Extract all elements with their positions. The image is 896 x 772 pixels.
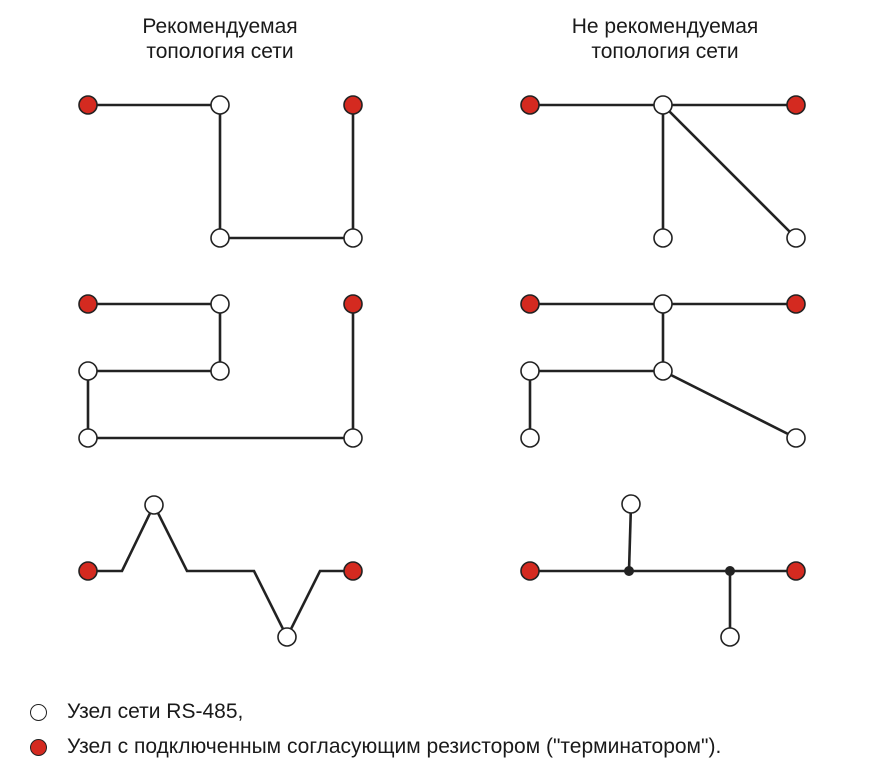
terminator-node <box>786 294 806 314</box>
stub-line <box>662 369 797 440</box>
network-node <box>786 228 806 248</box>
network-node <box>786 428 806 448</box>
junction-dot <box>725 566 735 576</box>
legend-item-terminator: Узел с подключенным согласующим резистор… <box>30 735 721 759</box>
network-node <box>621 494 641 514</box>
legend-terminator-label: Узел с подключенным согласующим резистор… <box>67 735 722 758</box>
terminator-node <box>520 95 540 115</box>
network-node <box>653 228 673 248</box>
network-node <box>653 294 673 314</box>
network-node <box>144 495 164 515</box>
terminator-node <box>520 561 540 581</box>
stub-line <box>662 104 797 239</box>
network-node <box>653 95 673 115</box>
red-circle-icon <box>30 738 47 756</box>
network-node <box>210 95 230 115</box>
network-node <box>210 228 230 248</box>
network-node <box>210 294 230 314</box>
recommended-topology-title: Рекомендуемая топология сети <box>100 14 340 64</box>
terminator-node <box>78 294 98 314</box>
title-line-1: Не рекомендуемая <box>571 15 759 38</box>
title-line-1: Рекомендуемая <box>142 15 298 38</box>
terminator-node <box>78 95 98 115</box>
network-node <box>78 428 98 448</box>
network-node <box>720 627 740 647</box>
white-circle-icon <box>30 703 47 721</box>
terminator-node <box>520 294 540 314</box>
network-node <box>343 428 363 448</box>
network-node <box>277 627 297 647</box>
legend-item-node: Узел сети RS-485, <box>30 700 243 724</box>
terminator-node <box>786 561 806 581</box>
terminator-node <box>78 561 98 581</box>
stub-line <box>627 503 633 572</box>
title-line-2: топология сети <box>591 40 739 63</box>
network-node <box>653 361 673 381</box>
network-node <box>520 428 540 448</box>
topology-diagram <box>78 95 806 647</box>
bus-line <box>88 103 355 240</box>
bus-line <box>88 502 353 640</box>
terminator-node <box>343 294 363 314</box>
terminator-node <box>786 95 806 115</box>
not-recommended-topology-title: Не рекомендуемая топология сети <box>535 14 795 64</box>
network-node <box>343 228 363 248</box>
network-node <box>520 361 540 381</box>
network-node <box>78 361 98 381</box>
network-node <box>210 361 230 381</box>
legend-node-label: Узел сети RS-485, <box>67 700 244 723</box>
title-line-2: топология сети <box>146 40 294 63</box>
stub-line <box>528 369 663 438</box>
junction-dot <box>624 566 634 576</box>
terminator-node <box>343 95 363 115</box>
terminator-node <box>343 561 363 581</box>
